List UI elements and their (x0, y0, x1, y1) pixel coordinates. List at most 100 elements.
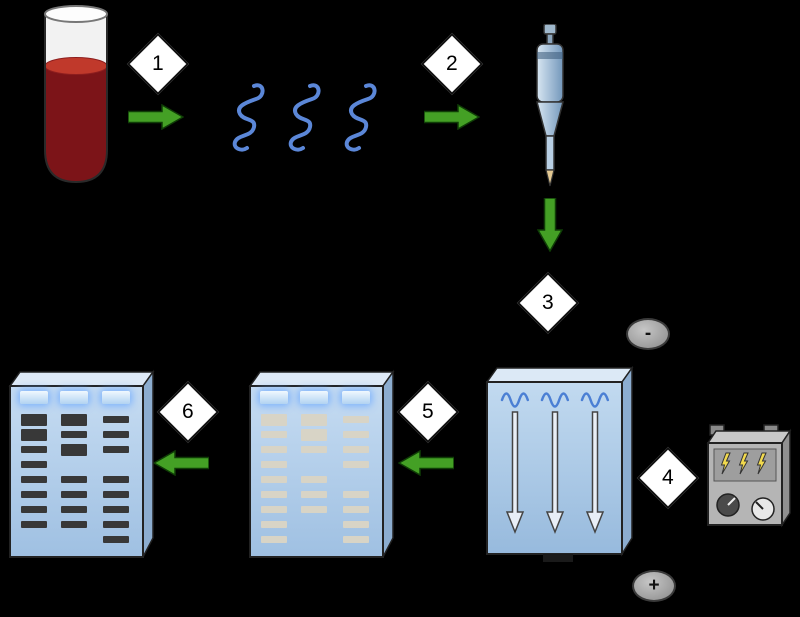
step-1-number: 1 (152, 52, 164, 75)
gel-band (343, 521, 369, 528)
band-slot (101, 502, 131, 517)
gel-band (343, 536, 369, 543)
gel-lane (341, 412, 371, 547)
gel-lane (59, 412, 89, 547)
gel-band (301, 506, 327, 513)
band-slot (341, 427, 371, 442)
gel-band (61, 413, 87, 426)
band-slot (299, 412, 329, 427)
step-6-marker: 6 (156, 380, 220, 444)
pipette-icon (528, 23, 572, 194)
step-5-marker: 5 (396, 380, 460, 444)
gel-band (103, 431, 129, 438)
gel-band (21, 521, 47, 528)
band-slot (19, 442, 49, 457)
gel-band (21, 476, 47, 483)
gel-lane (101, 412, 131, 547)
band-slot (341, 502, 371, 517)
dna-strand-icon-3 (336, 82, 380, 159)
gel-band (61, 521, 87, 528)
band-slot (259, 532, 289, 547)
gel-band (261, 476, 287, 483)
band-slot (259, 427, 289, 442)
arrow-step-2-icon (423, 103, 481, 135)
gel-band (301, 491, 327, 498)
chamber-connector (543, 554, 573, 562)
band-slot (59, 427, 89, 442)
gel-band (261, 461, 287, 468)
band-slot (259, 472, 289, 487)
power-supply-icon (702, 417, 794, 537)
band-slot (299, 442, 329, 457)
gel-unstained-icon (248, 368, 396, 560)
band-slot (341, 412, 371, 427)
gel-well (300, 391, 328, 404)
arrow-step-6-icon (152, 449, 210, 481)
migration-arrow-icons (505, 411, 605, 535)
electrophoresis-chamber-icon (485, 365, 635, 567)
gel-band (103, 416, 129, 423)
step-4-marker: 4 (636, 446, 700, 510)
dna-strand-icon-1 (224, 82, 268, 159)
band-slot (341, 457, 371, 472)
band-slot (299, 487, 329, 502)
band-slot (101, 457, 131, 472)
gel-stained-icon (8, 368, 156, 560)
gel-band (61, 506, 87, 513)
band-slot (19, 502, 49, 517)
gel-band (21, 506, 47, 513)
gel-band (261, 536, 287, 543)
gel-band (343, 491, 369, 498)
blood-sample-tube-icon (42, 4, 110, 199)
band-slot (299, 427, 329, 442)
band-slot (299, 517, 329, 532)
gel-band (21, 413, 47, 426)
band-slot (341, 472, 371, 487)
gel-band (103, 536, 129, 543)
band-slot (19, 457, 49, 472)
sample-squiggle-icons (500, 392, 610, 408)
gel-band (103, 506, 129, 513)
gel-band (261, 521, 287, 528)
band-slot (101, 472, 131, 487)
gel-well (260, 391, 288, 404)
gel-band (61, 443, 87, 456)
band-slot (101, 517, 131, 532)
gel-band (103, 521, 129, 528)
gel-band (301, 413, 327, 426)
chamber-side-face (621, 365, 633, 557)
gel-band (343, 506, 369, 513)
step-1-marker: 1 (126, 32, 190, 96)
step-3-number: 3 (542, 291, 554, 314)
gel-band (61, 431, 87, 438)
step-4-number: 4 (662, 466, 674, 489)
gel-band (61, 476, 87, 483)
positive-electrode-label: + (632, 570, 676, 602)
band-slot (59, 472, 89, 487)
band-slot (101, 427, 131, 442)
band-slot (59, 442, 89, 457)
band-slot (59, 517, 89, 532)
step-2-number: 2 (446, 52, 458, 75)
band-slot (101, 532, 131, 547)
gel-band (343, 416, 369, 423)
gel-band (21, 428, 47, 441)
positive-sign: + (648, 575, 660, 596)
band-slot (341, 517, 371, 532)
band-slot (19, 517, 49, 532)
gel-well (20, 391, 48, 404)
dna-strand-icon-2 (280, 82, 324, 159)
gel-band (103, 491, 129, 498)
band-slot (299, 472, 329, 487)
gel-band (21, 446, 47, 453)
step-3-marker: 3 (516, 271, 580, 335)
chamber-top-face (485, 367, 634, 383)
band-slot (101, 412, 131, 427)
gel-band (261, 506, 287, 513)
band-slot (341, 532, 371, 547)
band-slot (59, 532, 89, 547)
power-supply-top-face (706, 430, 792, 444)
step-6-number: 6 (182, 400, 194, 423)
gel-well (102, 391, 130, 404)
band-slot (19, 472, 49, 487)
